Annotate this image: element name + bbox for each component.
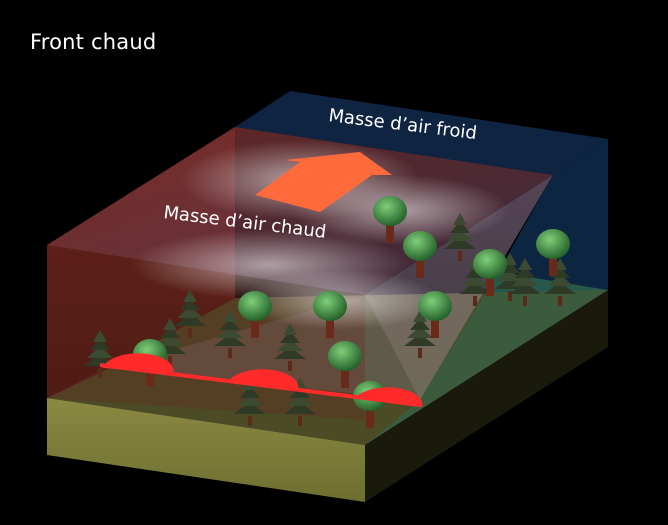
tree-icon xyxy=(404,310,436,358)
tree-icon xyxy=(238,291,272,338)
forest xyxy=(84,196,576,428)
tree-icon xyxy=(174,290,206,338)
tree-icon xyxy=(214,310,246,358)
tree-icon xyxy=(418,291,452,338)
tree-icon xyxy=(473,249,507,296)
warm-front-line xyxy=(99,353,423,407)
tree-icon xyxy=(536,229,570,276)
tree-icon xyxy=(444,213,476,261)
tree-icon xyxy=(373,196,407,243)
front-semicircle-3 xyxy=(355,387,423,407)
tree-icon xyxy=(313,291,347,338)
tree-icon xyxy=(84,330,116,378)
ground-block xyxy=(47,272,608,502)
page-title: Front chaud xyxy=(30,30,157,54)
tree-icon xyxy=(274,323,306,371)
tree-icon xyxy=(509,258,541,306)
front-semicircle-1 xyxy=(103,353,174,373)
front-semicircle-2 xyxy=(228,369,299,390)
warm-air-arrow-icon xyxy=(255,152,392,212)
tree-icon xyxy=(328,341,362,388)
tree-icon xyxy=(403,231,437,278)
